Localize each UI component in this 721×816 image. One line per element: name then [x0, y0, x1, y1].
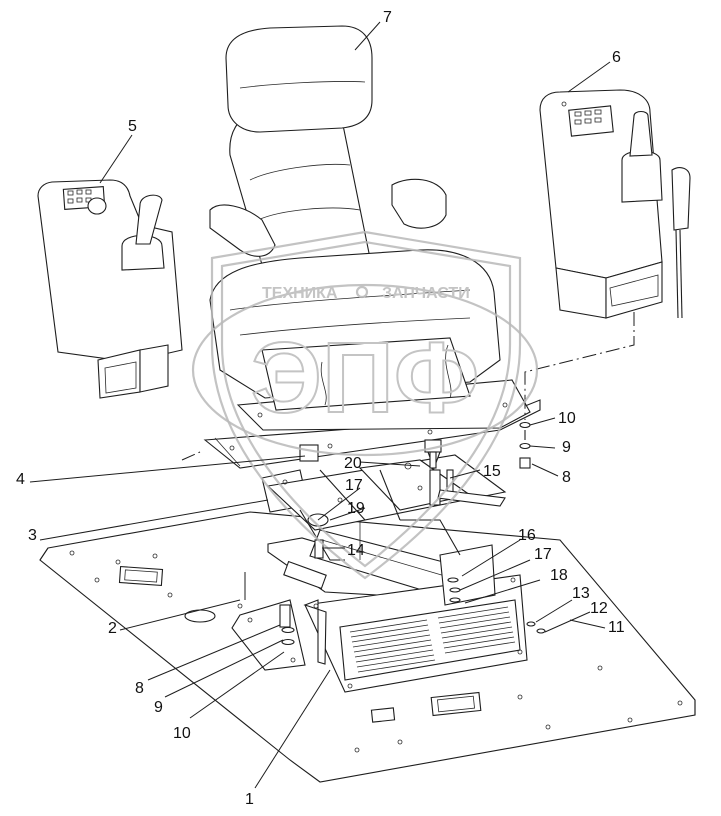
- callout-labels: 7 5 6 4 3 2 10 9 8 20 15 17 19 14 16 17 …: [16, 9, 625, 808]
- callout-17-upper: 17: [345, 477, 363, 494]
- callout-8-right: 8: [562, 469, 571, 486]
- watermark-text-right: ЗАПЧАСТИ: [382, 285, 470, 302]
- callout-17-lower: 17: [534, 546, 552, 563]
- callout-4: 4: [16, 471, 25, 488]
- callout-14: 14: [347, 542, 365, 559]
- watermark-logo: ТЕХНИКА ЗАПЧАСТИ ЭПФ: [191, 230, 539, 580]
- callout-9-right: 9: [562, 439, 571, 456]
- callout-11: 11: [608, 619, 625, 636]
- callout-3: 3: [28, 527, 37, 544]
- callout-18: 18: [550, 567, 568, 584]
- callout-7: 7: [383, 9, 392, 26]
- right-fastener-stack: [519, 421, 531, 469]
- front-grille-panel: [303, 574, 528, 693]
- watermark-text-left: ТЕХНИКА: [262, 285, 338, 302]
- side-bracket: [231, 544, 496, 671]
- callout-1: 1: [245, 791, 254, 808]
- callout-9-left: 9: [154, 699, 163, 716]
- seat-suspension-frame: [261, 454, 507, 561]
- callout-8-left: 8: [135, 680, 144, 697]
- callout-10-left: 10: [173, 725, 191, 742]
- small-fasteners-right: [526, 621, 546, 634]
- grille-slots: [349, 606, 516, 673]
- callout-6: 6: [612, 49, 621, 66]
- callout-20: 20: [344, 455, 362, 472]
- operator-seat: [209, 25, 501, 411]
- callout-16: 16: [518, 527, 536, 544]
- callout-19: 19: [347, 500, 365, 517]
- callout-12: 12: [590, 600, 608, 617]
- callout-13: 13: [572, 585, 590, 602]
- callout-10-right: 10: [558, 410, 576, 427]
- callout-5: 5: [128, 118, 137, 135]
- right-control-console: [539, 89, 691, 319]
- callout-2: 2: [108, 620, 117, 637]
- callout-15: 15: [483, 463, 501, 480]
- leader-lines: [29, 21, 611, 789]
- gear-icon: [355, 285, 369, 299]
- left-control-console: [37, 179, 183, 399]
- watermark-letters: ЭПФ: [251, 322, 479, 434]
